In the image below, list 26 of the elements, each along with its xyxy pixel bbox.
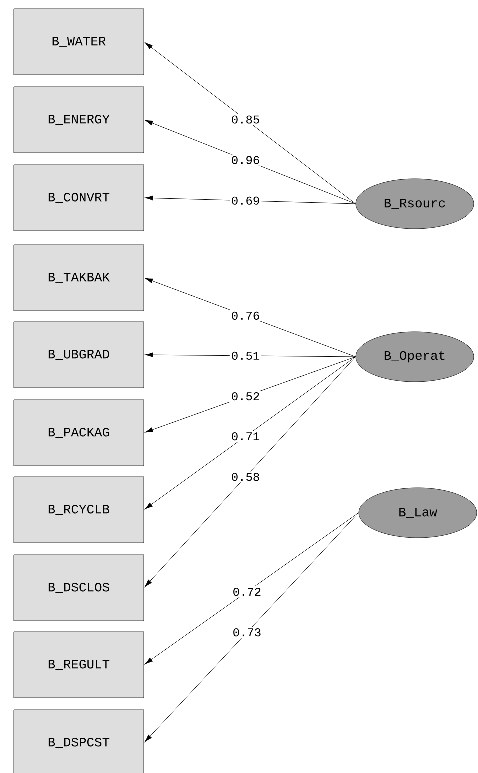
edge-label: 0.73 — [231, 627, 264, 638]
observed-variable-box: B_WATER — [14, 8, 144, 76]
edge-label: 0.58 — [230, 472, 262, 483]
observed-variable-box: B_DSCLOS — [14, 554, 144, 622]
observed-variable-box: B_RCYCLB — [14, 476, 144, 544]
observed-variable-box: B_UBGRAD — [14, 322, 144, 388]
observed-variable-box: B_REGULT — [14, 632, 144, 698]
edge-label: 0.76 — [230, 310, 262, 322]
arrow — [145, 512, 360, 664]
edge-label: 0.69 — [230, 195, 262, 206]
arrow — [145, 120, 356, 204]
observed-variable-box: B_TAKBAK — [14, 244, 144, 312]
edge-label: 0.85 — [230, 114, 262, 126]
arrow — [145, 42, 356, 204]
arrow — [145, 356, 356, 510]
observed-variable-box: B_ENERGY — [14, 86, 144, 154]
edge-label: 0.72 — [231, 586, 264, 598]
arrow — [144, 512, 360, 742]
edge-label: 0.52 — [230, 390, 262, 402]
edge-label: 0.96 — [230, 154, 262, 166]
edge-label: 0.51 — [230, 350, 262, 362]
observed-variable-box: B_PACKAG — [14, 400, 144, 466]
observed-variable-box: B_DSPCST — [14, 710, 144, 773]
arrow — [144, 356, 356, 588]
edge-label: 0.71 — [230, 431, 262, 442]
observed-variable-box: B_CONVRT — [14, 164, 144, 232]
